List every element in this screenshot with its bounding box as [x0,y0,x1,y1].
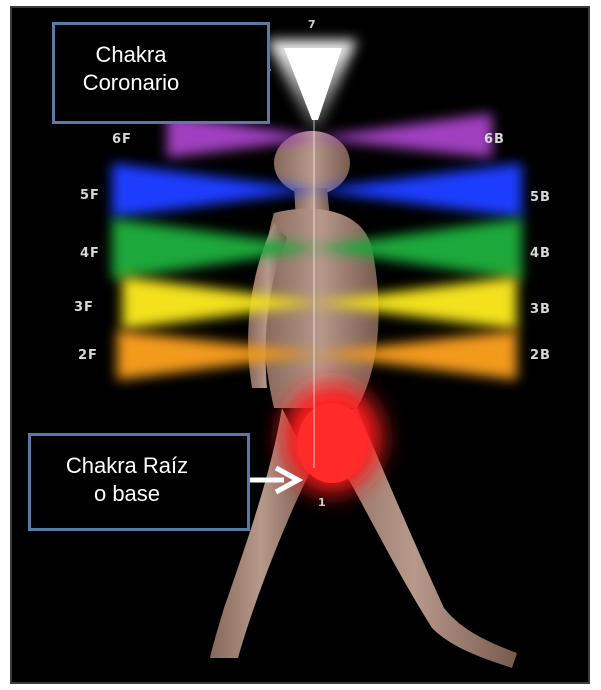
root-chakra-glow [282,383,382,493]
chakra-diagram: 6F 5F 4F 3F 2F 6B 5B 4B 3B 2B 7 1 Chakra… [10,6,590,684]
root-callout-line2: o base [19,480,235,508]
label-4b: 4B [530,246,551,261]
crown-callout-line2: Coronario [25,69,237,97]
crown-chakra-cone [267,40,357,128]
label-5f: 5F [80,188,100,203]
label-7: 7 [308,18,316,31]
label-6b: 6B [484,132,505,147]
root-chakra-callout: Chakra Raíz o base [28,433,250,531]
label-3f: 3F [74,300,94,315]
label-4f: 4F [80,246,100,261]
label-2f: 2F [78,348,98,363]
label-1: 1 [318,496,326,509]
label-5b: 5B [530,190,551,205]
root-callout-line1: Chakra Raíz [19,452,235,480]
crown-chakra-callout: Chakra Coronario [52,22,270,124]
crown-callout-line1: Chakra [25,41,237,69]
label-3b: 3B [530,302,551,317]
label-6f: 6F [112,132,132,147]
label-2b: 2B [530,348,551,363]
